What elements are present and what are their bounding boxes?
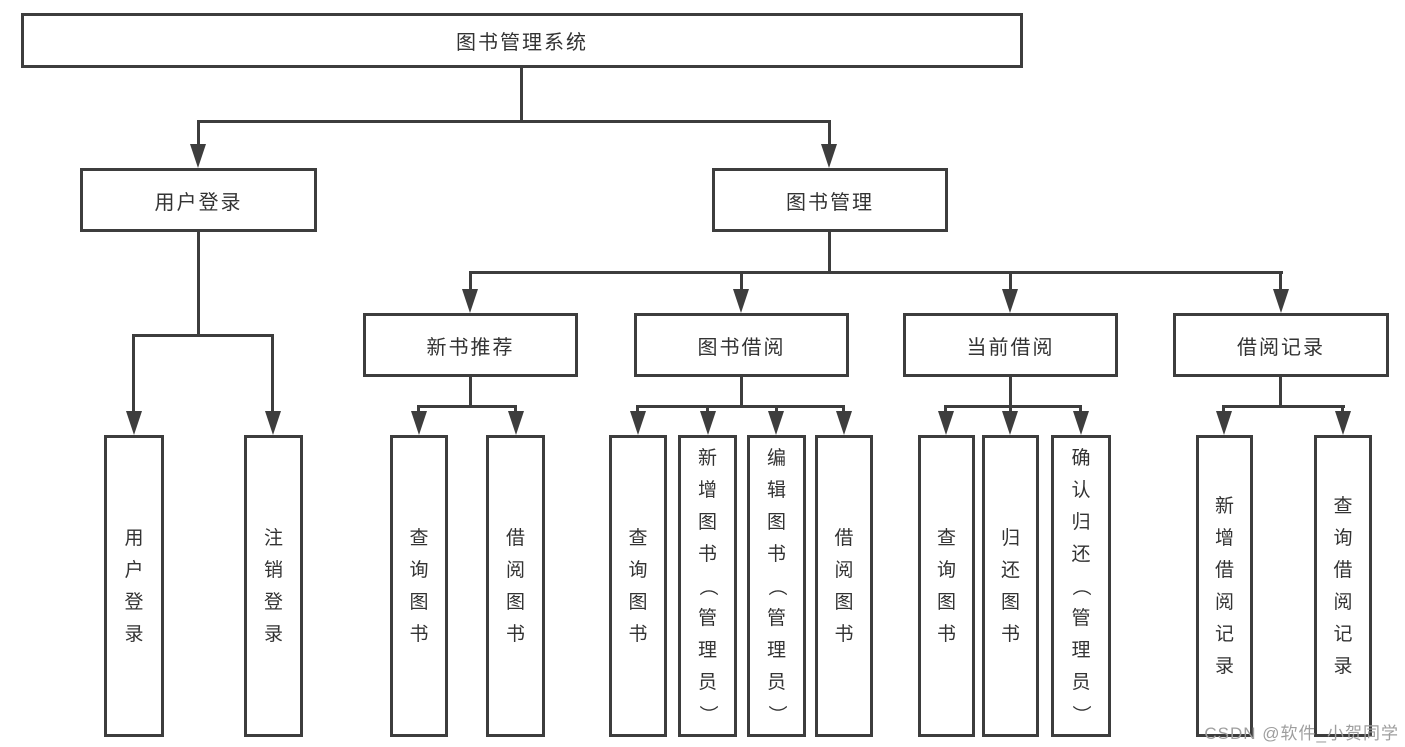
connector-line: [520, 68, 523, 122]
connector-arrowhead: [1273, 289, 1289, 313]
leaf-borrow-books-borrowing-label: 借阅图书: [834, 527, 854, 645]
connector-line: [132, 334, 274, 337]
connector-arrowhead: [938, 411, 954, 435]
connector-line: [1079, 405, 1082, 413]
connector-line: [197, 120, 831, 123]
connector-line: [706, 405, 709, 413]
node-book-borrowing-label: 图书借阅: [697, 336, 786, 359]
connector-line: [1009, 271, 1012, 291]
leaf-query-borrow-record: 查询借阅记录: [1314, 435, 1372, 737]
connector-line: [469, 377, 472, 408]
connector-line: [944, 405, 947, 413]
leaf-confirm-return-admin: 确认归还（管理员）: [1051, 435, 1111, 737]
leaf-borrow-books-newbooks: 借阅图书: [486, 435, 545, 737]
leaf-edit-book-admin-label: 编辑图书（管理员）: [765, 447, 787, 724]
connector-line: [1279, 377, 1282, 408]
connector-line: [514, 405, 517, 413]
node-root: 图书管理系统: [21, 13, 1023, 68]
connector-arrowhead: [1216, 411, 1232, 435]
connector-arrowhead: [190, 144, 206, 168]
leaf-borrow-books-borrowing: 借阅图书: [815, 435, 873, 737]
connector-line: [842, 405, 845, 413]
leaf-add-book-admin-label: 新增图书（管理员）: [696, 447, 718, 724]
leaf-user-login-label: 用户登录: [124, 527, 144, 645]
connector-arrowhead: [1335, 411, 1351, 435]
connector-arrowhead: [1073, 411, 1089, 435]
node-user-login: 用户登录: [80, 168, 317, 232]
connector-line: [944, 405, 1082, 408]
watermark: CSDN @软件_小贺同学: [1204, 724, 1399, 743]
connector-line: [1009, 377, 1012, 408]
leaf-logout: 注销登录: [244, 435, 303, 737]
connector-arrowhead: [508, 411, 524, 435]
connector-line: [132, 334, 135, 413]
leaf-return-books-label: 归还图书: [1000, 527, 1020, 645]
leaf-return-books: 归还图书: [982, 435, 1039, 737]
connector-line: [636, 405, 845, 408]
leaf-borrow-books-newbooks-label: 借阅图书: [505, 527, 525, 645]
connector-line: [1222, 405, 1345, 408]
connector-line: [417, 405, 420, 413]
connector-line: [740, 271, 743, 291]
connector-arrowhead: [126, 411, 142, 435]
leaf-edit-book-admin: 编辑图书（管理员）: [747, 435, 806, 737]
connector-line: [775, 405, 778, 413]
connector-arrowhead: [1002, 289, 1018, 313]
connector-arrowhead: [768, 411, 784, 435]
node-borrowing-records: 借阅记录: [1173, 313, 1389, 377]
connector-line: [1279, 271, 1282, 291]
connector-arrowhead: [836, 411, 852, 435]
connector-arrowhead: [733, 289, 749, 313]
connector-line: [828, 232, 831, 274]
leaf-add-book-admin: 新增图书（管理员）: [678, 435, 737, 737]
leaf-query-books-newbooks-label: 查询图书: [409, 527, 429, 645]
node-book-borrowing: 图书借阅: [634, 313, 849, 377]
node-book-management: 图书管理: [712, 168, 948, 232]
connector-arrowhead: [265, 411, 281, 435]
connector-line: [1222, 405, 1225, 413]
connector-arrowhead: [700, 411, 716, 435]
connector-line: [828, 120, 831, 146]
node-user-login-label: 用户登录: [154, 191, 243, 214]
leaf-query-books-borrowing: 查询图书: [609, 435, 667, 737]
connector-line: [469, 271, 472, 291]
connector-arrowhead: [462, 289, 478, 313]
node-root-label: 图书管理系统: [456, 32, 588, 54]
leaf-query-books-current-label: 查询图书: [936, 527, 956, 645]
node-new-book-recommendation-label: 新书推荐: [426, 336, 515, 359]
leaf-query-books-borrowing-label: 查询图书: [628, 527, 648, 645]
leaf-query-books-current: 查询图书: [918, 435, 975, 737]
connector-line: [1341, 405, 1344, 413]
connector-line: [740, 377, 743, 408]
connector-line: [469, 271, 1283, 274]
node-current-borrowing-label: 当前借阅: [966, 336, 1055, 359]
node-new-book-recommendation: 新书推荐: [363, 313, 578, 377]
leaf-query-borrow-record-label: 查询借阅记录: [1333, 495, 1353, 677]
connector-line: [636, 405, 639, 413]
connector-line: [197, 232, 200, 337]
leaf-confirm-return-admin-label: 确认归还（管理员）: [1070, 447, 1092, 724]
leaf-query-books-newbooks: 查询图书: [390, 435, 448, 737]
connector-line: [197, 120, 200, 146]
leaf-user-login: 用户登录: [104, 435, 164, 737]
leaf-add-borrow-record-label: 新增借阅记录: [1214, 495, 1234, 677]
node-borrowing-records-label: 借阅记录: [1237, 336, 1325, 359]
connector-line: [417, 405, 517, 408]
connector-arrowhead: [411, 411, 427, 435]
connector-arrowhead: [821, 144, 837, 168]
connector-line: [271, 334, 274, 413]
node-book-management-label: 图书管理: [786, 191, 874, 214]
connector-arrowhead: [1002, 411, 1018, 435]
connector-arrowhead: [630, 411, 646, 435]
connector-line: [1009, 405, 1012, 413]
node-current-borrowing: 当前借阅: [903, 313, 1118, 377]
leaf-add-borrow-record: 新增借阅记录: [1196, 435, 1253, 737]
leaf-logout-label: 注销登录: [263, 527, 283, 645]
